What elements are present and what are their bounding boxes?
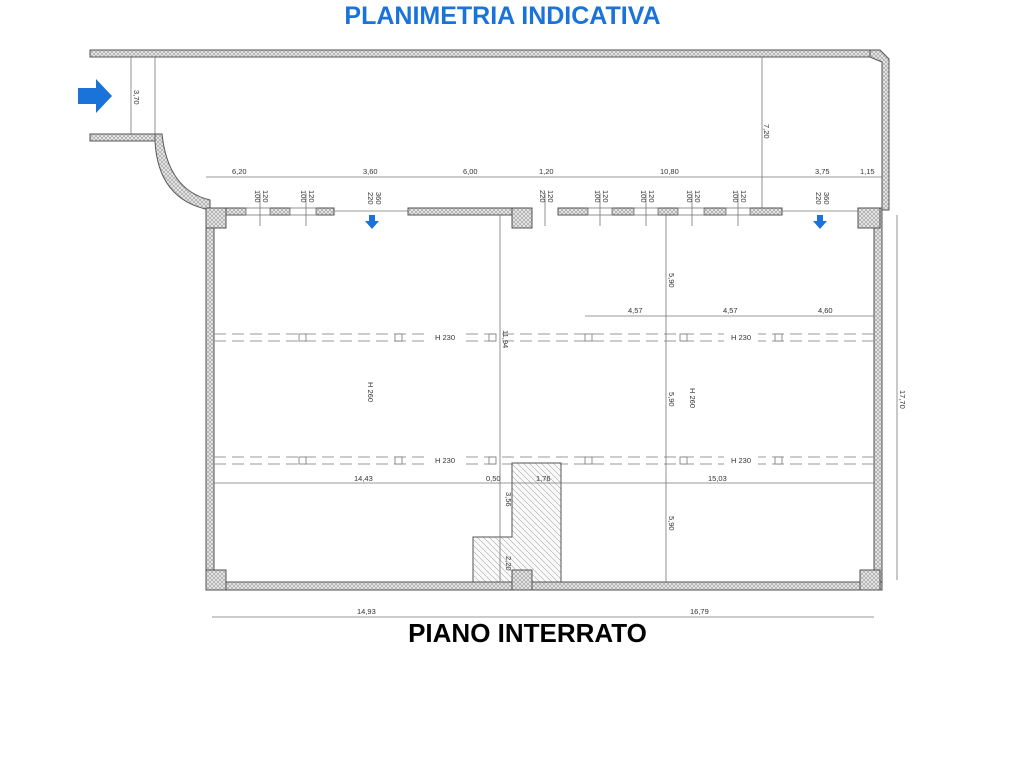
- entrance-width-dimension: 3,70: [130, 57, 156, 134]
- svg-text:3,60: 3,60: [363, 167, 378, 176]
- svg-text:H 230: H 230: [435, 456, 455, 465]
- svg-text:100: 100: [639, 190, 648, 203]
- bay-dimensions: 4,57 4,57 4,60: [585, 306, 874, 317]
- ceiling-height-left: H 260: [366, 382, 375, 402]
- svg-text:6,20: 6,20: [232, 167, 247, 176]
- top-dimension-chain: 6,20 3,60 6,00 1,20 10,80 3,75 1,15: [206, 167, 882, 178]
- svg-text:100: 100: [299, 190, 308, 203]
- svg-text:4,57: 4,57: [723, 306, 738, 315]
- svg-text:120: 120: [693, 190, 702, 203]
- svg-text:10,80: 10,80: [660, 167, 679, 176]
- ceiling-height-right: H 260: [688, 388, 697, 408]
- beams: H 230 H 230 H 230 H 230: [214, 332, 874, 465]
- svg-text:H 230: H 230: [731, 456, 751, 465]
- svg-text:H 230: H 230: [435, 333, 455, 342]
- svg-text:14,93: 14,93: [357, 607, 376, 616]
- svg-text:1,15: 1,15: [860, 167, 875, 176]
- ramp-block: 3,56 2,20: [472, 462, 562, 591]
- svg-text:220: 220: [366, 192, 375, 205]
- svg-text:3,75: 3,75: [815, 167, 830, 176]
- svg-text:360: 360: [374, 192, 383, 205]
- floor-label: PIANO INTERRATO: [408, 618, 647, 648]
- arrow-right-icon: [78, 79, 112, 113]
- svg-text:120: 120: [601, 190, 610, 203]
- courtyard-walls: [89, 49, 890, 211]
- vertical-dimensions: 11,94 5,90 5,90 5,90 17,70: [499, 215, 907, 582]
- svg-text:120: 120: [546, 190, 555, 203]
- svg-text:11,94: 11,94: [501, 330, 510, 348]
- svg-text:7,20: 7,20: [762, 124, 771, 139]
- svg-text:4,60: 4,60: [818, 306, 833, 315]
- svg-text:17,70: 17,70: [898, 390, 907, 409]
- building-walls: [205, 207, 883, 591]
- svg-text:100: 100: [731, 190, 740, 203]
- svg-text:220: 220: [538, 190, 547, 203]
- svg-text:100: 100: [685, 190, 694, 203]
- door-labels: 360 220 360 220: [366, 192, 831, 205]
- svg-text:220: 220: [814, 192, 823, 205]
- svg-text:120: 120: [739, 190, 748, 203]
- svg-text:14,43: 14,43: [354, 474, 373, 483]
- svg-text:120: 120: [261, 190, 270, 203]
- plan-title: PLANIMETRIA INDICATIVA: [344, 2, 661, 30]
- svg-text:15,03: 15,03: [708, 474, 727, 483]
- svg-text:120: 120: [307, 190, 316, 203]
- arrow-down-icon: [365, 215, 379, 229]
- arrow-down-icon: [813, 215, 827, 229]
- svg-text:0,50: 0,50: [486, 474, 501, 483]
- courtyard-depth-dimension: 7,20: [761, 57, 771, 210]
- svg-text:1,20: 1,20: [539, 167, 554, 176]
- svg-text:16,79: 16,79: [690, 607, 709, 616]
- svg-text:3,70: 3,70: [132, 90, 141, 105]
- svg-text:5,90: 5,90: [667, 516, 676, 531]
- svg-text:5,90: 5,90: [667, 273, 676, 288]
- svg-text:1,76: 1,76: [536, 474, 551, 483]
- svg-text:6,00: 6,00: [463, 167, 478, 176]
- svg-text:360: 360: [822, 192, 831, 205]
- svg-text:100: 100: [253, 190, 262, 203]
- span-dimensions: 14,43 0,50 1,76 15,03 14,93 16,79: [212, 474, 874, 618]
- svg-text:5,90: 5,90: [667, 392, 676, 407]
- svg-text:H 230: H 230: [731, 333, 751, 342]
- svg-text:100: 100: [593, 190, 602, 203]
- svg-text:2,20: 2,20: [504, 556, 513, 571]
- svg-text:3,56: 3,56: [504, 492, 513, 507]
- svg-text:120: 120: [647, 190, 656, 203]
- svg-text:4,57: 4,57: [628, 306, 643, 315]
